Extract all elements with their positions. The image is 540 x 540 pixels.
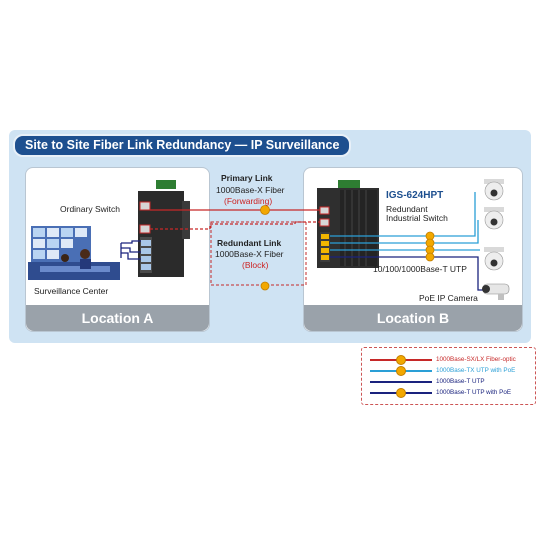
primary-link-poe-dot — [260, 205, 270, 215]
primary-link-status: (Forwarding) — [224, 196, 273, 206]
camera-poe-dots — [425, 231, 435, 262]
switch-desc-line-1: Redundant — [386, 204, 428, 214]
legend-label-3: 1000Base-T UTP with PoE — [436, 389, 512, 396]
local-utp-links — [120, 240, 141, 260]
redundant-link-status: (Block) — [242, 260, 269, 270]
ordinary-switch-label: Ordinary Switch — [60, 204, 120, 214]
location-a-label: Location A — [26, 305, 209, 331]
redundant-link-dot — [260, 281, 270, 291]
poe-camera-label: PoE IP Camera — [419, 293, 478, 303]
surveillance-center-label: Surveillance Center — [34, 286, 109, 296]
redundant-link-type: 1000Base-X Fiber — [215, 249, 284, 259]
redundant-fiber-line — [150, 221, 320, 230]
primary-link-type: 1000Base-X Fiber — [216, 185, 285, 195]
dome-camera-icon-1 — [484, 179, 504, 201]
ordinary-switch-icon — [138, 180, 190, 277]
location-b-label: Location B — [304, 305, 522, 331]
switch-model-label: IGS-624HPT — [386, 190, 444, 201]
legend-poe-dot-3 — [396, 388, 406, 398]
utp-label: 10/100/1000Base-T UTP — [373, 264, 467, 274]
redundant-link-title: Redundant Link — [217, 238, 282, 248]
camera-utp-links — [330, 192, 485, 291]
legend-poe-dot-1 — [396, 366, 406, 376]
diagram-title: Site to Site Fiber Link Redundancy — IP … — [13, 134, 352, 157]
legend-label-2: 1000Base-T UTP — [436, 378, 485, 385]
dome-camera-icon-3 — [484, 247, 504, 271]
legend-poe-dot-0 — [396, 355, 406, 365]
legend: 1000Base-SX/LX Fiber-optic 1000Base-TX UT… — [361, 347, 536, 405]
redundant-link-box — [210, 221, 307, 286]
surveillance-center-icon — [28, 226, 120, 280]
igs-624hpt-switch-icon — [317, 180, 379, 268]
primary-link-title: Primary Link — [221, 173, 273, 183]
legend-line-2 — [370, 381, 432, 383]
dome-camera-icon-2 — [484, 207, 504, 230]
bullet-camera-icon — [482, 283, 510, 300]
legend-label-0: 1000Base-SX/LX Fiber-optic — [436, 356, 516, 363]
switch-desc-line-2: Industrial Switch — [386, 213, 448, 223]
legend-label-1: 1000Base-TX UTP with PoE — [436, 367, 516, 374]
